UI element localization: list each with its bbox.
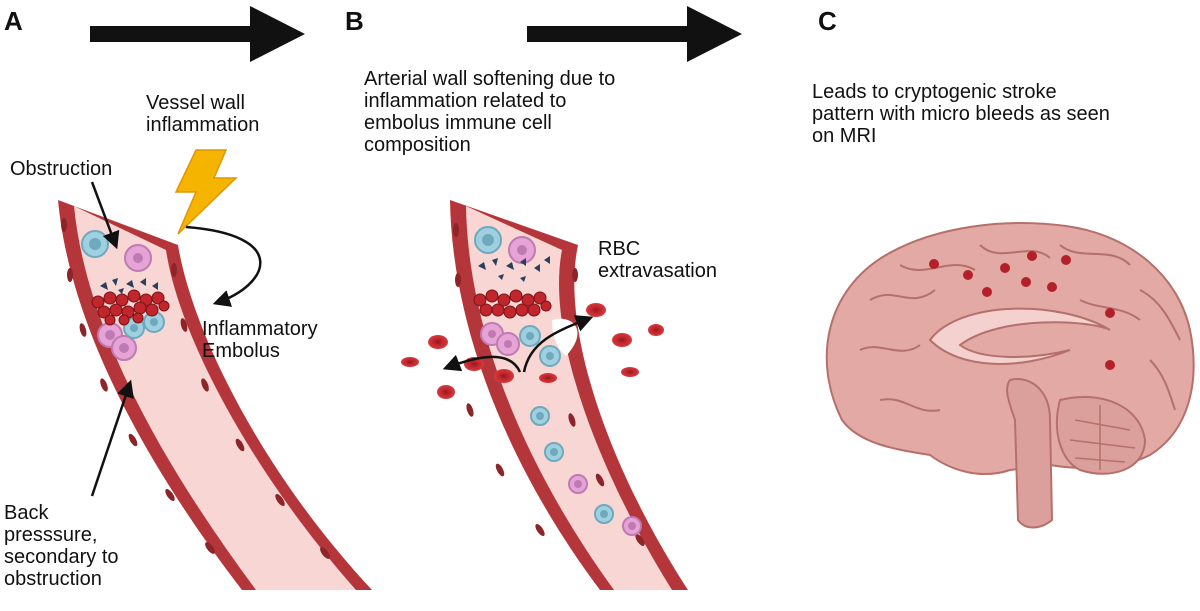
leukocytes bbox=[81, 230, 165, 361]
embolus bbox=[473, 256, 552, 319]
label-arterial-wall-softening: Arterial wall softening due to inflammat… bbox=[364, 68, 616, 156]
label-obstruction: Obstruction bbox=[10, 158, 113, 180]
label-back-pressure: Back presssure, secondary to obstruction bbox=[4, 502, 119, 590]
process-arrow-icon bbox=[527, 6, 742, 62]
brain-icon bbox=[825, 222, 1195, 529]
label-rbc-extravasation: RBC extravasation bbox=[598, 238, 717, 282]
label-inflammatory-embolus: Inflammatory Embolus bbox=[202, 318, 318, 362]
label-cryptogenic-stroke: Leads to cryptogenic stroke pattern with… bbox=[812, 81, 1110, 147]
microbleed-icon bbox=[929, 251, 1115, 370]
panel-letter-c-box bbox=[792, 0, 852, 52]
panel-letter-c: C bbox=[818, 6, 837, 36]
panel-letter-b-box bbox=[340, 0, 412, 52]
annotation-arrows-b bbox=[442, 315, 594, 373]
embolus bbox=[91, 278, 170, 326]
panel-letter-a: A bbox=[4, 6, 23, 36]
panel-letter-a-box bbox=[0, 0, 40, 42]
leukocytes bbox=[474, 226, 642, 536]
panel-letter-b: B bbox=[345, 6, 364, 36]
lightning-icon bbox=[174, 149, 238, 235]
annotation-arrows-a bbox=[90, 181, 262, 497]
process-arrow-icon bbox=[90, 6, 305, 62]
label-vessel-wall-inflammation: Vessel wall inflammation bbox=[146, 92, 260, 136]
